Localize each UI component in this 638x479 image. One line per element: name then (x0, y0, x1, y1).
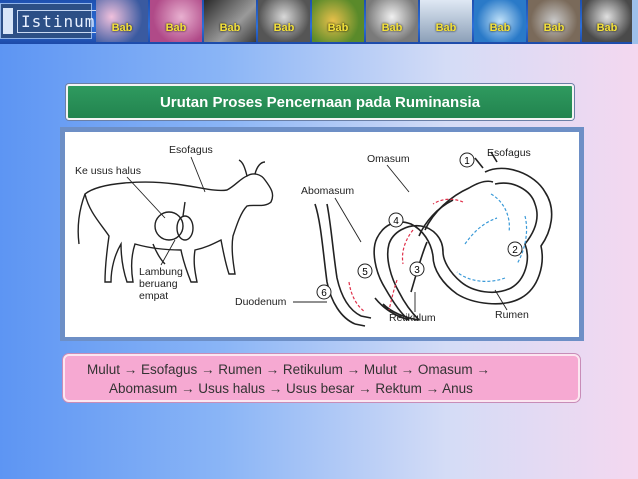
logo-mark-icon (3, 8, 13, 34)
label-esofagus-stomach: Esofagus (487, 147, 531, 159)
chapter-label: Bab (165, 22, 187, 34)
marker-2: 2 (512, 245, 518, 256)
label-rumen: Rumen (495, 309, 529, 321)
label-esofagus-cow: Esofagus (169, 144, 213, 156)
marker-6: 6 (321, 288, 327, 299)
chapter-9-icon (528, 0, 580, 42)
chapter-label: Bab (435, 22, 457, 34)
label-abomasum: Abomasum (301, 185, 354, 197)
logo[interactable]: Istinum (0, 3, 100, 39)
chapter-button-1[interactable]: Bab (96, 0, 148, 42)
cow-pointer-lines (126, 156, 206, 266)
chapter-1-icon (96, 0, 148, 42)
flow-line-1: Mulut → Esofagus → Rumen → Retikulum → M… (87, 362, 490, 377)
chapter-label: Bab (273, 22, 295, 34)
label-omasum: Omasum (367, 153, 410, 165)
chapter-label: Bab (111, 22, 133, 34)
marker-4: 4 (393, 216, 399, 227)
chapter-2-icon (150, 0, 202, 42)
chapter-4-icon (258, 0, 310, 42)
top-navigation-bar: Istinum Bab Bab Bab Bab Bab Bab Bab Bab … (0, 0, 638, 44)
digestion-flow-box: Mulut → Esofagus → Rumen → Retikulum → M… (63, 354, 580, 402)
figure-panel: Esofagus Ke usus halus Lambung beruang e… (65, 132, 579, 337)
chapter-label: Bab (327, 22, 349, 34)
chapter-button-10[interactable]: Bab (582, 0, 632, 42)
chapter-button-7[interactable]: Bab (420, 0, 472, 42)
step-markers: 1 2 3 4 5 6 (316, 152, 523, 300)
chapter-button-2[interactable]: Bab (150, 0, 202, 42)
label-lambung-2: beruang (139, 278, 178, 290)
chapter-6-icon (366, 0, 418, 42)
slide-title-bar: Urutan Proses Pencernaan pada Ruminansia (66, 84, 574, 120)
chapter-10-icon (582, 0, 632, 42)
flow-line-2: Abomasum → Usus halus → Usus besar → Rek… (109, 381, 473, 396)
label-retikulum: Retikulum (389, 312, 436, 324)
cow-labels: Esofagus Ke usus halus Lambung beruang e… (75, 144, 213, 302)
marker-3: 3 (414, 265, 420, 276)
stomach-flow-arrows (348, 193, 528, 313)
chapter-button-3[interactable]: Bab (204, 0, 256, 42)
chapter-label: Bab (489, 22, 511, 34)
chapter-7-icon (420, 0, 472, 42)
chapter-button-8[interactable]: Bab (474, 0, 526, 42)
label-lambung-3: empat (139, 290, 168, 302)
stomach-pointer-lines (293, 164, 508, 312)
chapter-button-6[interactable]: Bab (366, 0, 418, 42)
chapter-label: Bab (543, 22, 565, 34)
label-lambung-1: Lambung (139, 266, 183, 278)
stomach-labels: Omasum Esofagus Abomasum Duodenum Retiku… (235, 147, 531, 324)
header-edge (632, 0, 638, 44)
chapter-button-5[interactable]: Bab (312, 0, 364, 42)
chapter-button-9[interactable]: Bab (528, 0, 580, 42)
slide-title: Urutan Proses Pencernaan pada Ruminansia (159, 94, 481, 111)
chapter-label: Bab (219, 22, 241, 34)
chapter-8-icon (474, 0, 526, 42)
cow-illustration (77, 159, 274, 283)
digestion-figure: Esofagus Ke usus halus Lambung beruang e… (75, 144, 553, 327)
label-duodenum: Duodenum (235, 296, 287, 308)
chapter-5-icon (312, 0, 364, 42)
stomach-diagram (314, 151, 553, 327)
label-ke-usus-halus: Ke usus halus (75, 165, 141, 177)
chapter-button-4[interactable]: Bab (258, 0, 310, 42)
logo-text: Istinum (17, 10, 100, 33)
chapter-3-icon (204, 0, 256, 42)
chapter-label: Bab (381, 22, 403, 34)
marker-1: 1 (464, 156, 470, 167)
marker-5: 5 (362, 267, 368, 278)
chapter-label: Bab (596, 22, 618, 34)
